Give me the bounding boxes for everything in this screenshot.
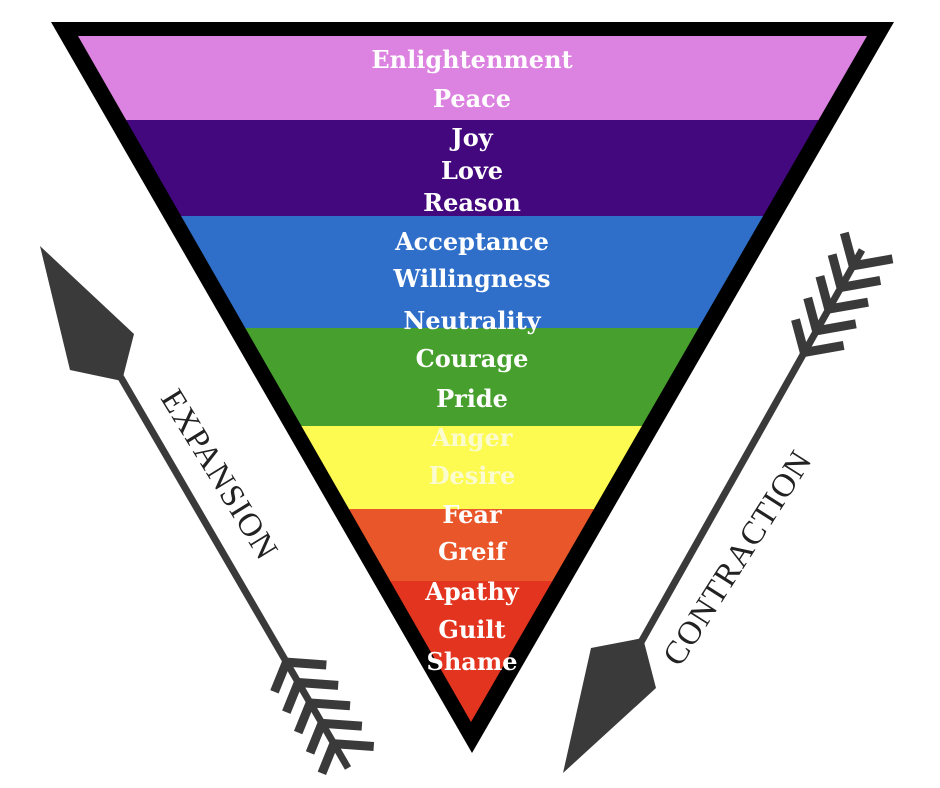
feather-icon bbox=[791, 318, 809, 354]
feather-icon bbox=[309, 698, 351, 711]
level-label-reason: Reason bbox=[423, 188, 521, 217]
level-label-love: Love bbox=[441, 156, 503, 185]
feather-icon bbox=[839, 231, 858, 267]
level-label-guilt: Guilt bbox=[438, 615, 505, 644]
contraction-arrowhead-icon bbox=[563, 638, 656, 773]
feather-icon bbox=[297, 678, 339, 690]
band-purple bbox=[78, 120, 867, 217]
feather-icon bbox=[852, 254, 894, 271]
level-label-shame: Shame bbox=[427, 647, 518, 676]
feather-icon bbox=[305, 721, 327, 755]
contraction-fletching-icon bbox=[791, 231, 894, 357]
expansion-arrowhead-icon bbox=[40, 246, 134, 381]
feather-icon bbox=[827, 297, 869, 314]
contraction-label: CONTRACTION bbox=[656, 444, 819, 672]
feather-icon bbox=[282, 680, 303, 714]
feather-icon bbox=[270, 660, 291, 694]
feather-icon bbox=[293, 701, 315, 735]
feather-icon bbox=[827, 253, 846, 289]
feather-icon bbox=[317, 742, 339, 776]
band-pink bbox=[78, 36, 867, 121]
feather-icon bbox=[803, 296, 821, 332]
level-label-desire: Desire bbox=[429, 461, 516, 490]
feather-icon bbox=[321, 718, 363, 731]
level-label-peace: Peace bbox=[433, 84, 511, 113]
feather-icon bbox=[815, 319, 857, 336]
expansion-arrow bbox=[40, 246, 375, 776]
level-label-acceptance: Acceptance bbox=[394, 227, 549, 256]
level-label-willingness: Willingness bbox=[393, 264, 551, 293]
feather-icon bbox=[815, 275, 834, 311]
expansion-fletching-icon bbox=[270, 657, 375, 776]
level-label-joy: Joy bbox=[449, 123, 493, 152]
level-label-pride: Pride bbox=[436, 384, 508, 413]
feather-icon bbox=[333, 739, 375, 751]
contraction-arrow bbox=[563, 231, 894, 773]
contraction-arrow-shaft bbox=[636, 248, 866, 646]
level-label-neutrality: Neutrality bbox=[403, 306, 541, 335]
feather-icon bbox=[803, 341, 845, 357]
level-label-apathy: Apathy bbox=[424, 577, 519, 606]
level-label-greif: Greif bbox=[438, 537, 508, 566]
level-label-enlightenment: Enlightenment bbox=[371, 45, 572, 74]
label-group: EnlightenmentPeaceJoyLoveReasonAcceptanc… bbox=[371, 45, 572, 676]
feather-icon bbox=[286, 657, 327, 670]
expansion-arrow-shaft bbox=[116, 374, 352, 770]
level-label-fear: Fear bbox=[442, 500, 502, 529]
level-label-anger: Anger bbox=[431, 423, 513, 452]
level-label-courage: Courage bbox=[416, 344, 529, 373]
feather-icon bbox=[840, 276, 882, 292]
